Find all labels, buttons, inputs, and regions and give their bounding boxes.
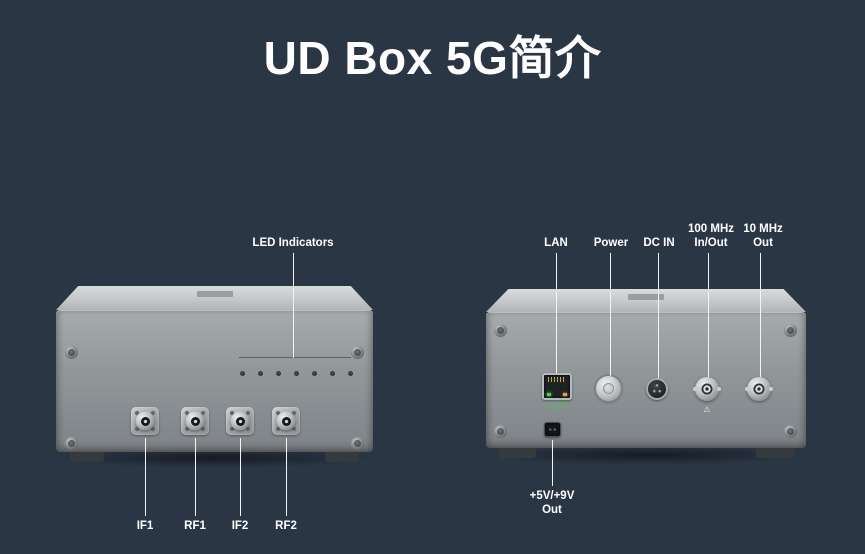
leader-line-power [610,253,611,376]
label-line: Out [542,504,562,516]
if1-connector [129,405,161,437]
lan-led-amber [563,393,567,396]
label-line: 10 MHz [743,223,783,235]
led-indicator [348,371,353,376]
connector-barrel [230,411,250,431]
label-line: 100 MHz [687,223,735,235]
device-top-surface [486,289,806,312]
page-title: UD Box 5G简介 [263,32,602,84]
device-top-surface [56,286,373,310]
if1-label: IF1 [136,520,154,532]
udbox-rear-view: ⚠ [480,289,812,465]
brand-logo-mark [628,294,664,300]
screw-icon [784,324,797,337]
screw-icon [351,346,364,359]
device-foot [325,452,359,462]
device-foot [756,448,794,458]
led-panel-line [239,357,351,358]
dc-in-label: DC IN [643,237,675,249]
lan-led-green [547,393,551,396]
dc-in-connector [646,378,668,400]
screw-icon [351,437,364,450]
lan-led-glow [546,403,568,407]
warning-icon: ⚠ [703,405,711,414]
ref-10mhz-label: 10 MHz Out [743,222,783,250]
ref-100mhz-label: 100 MHz In/Out [688,222,734,250]
leader-line-led-indicators [293,253,294,358]
lan-label: LAN [544,237,568,249]
leader-line-rf1 [195,438,196,516]
rf1-connector [179,405,211,437]
power-button [596,376,621,401]
lan-port [542,373,572,400]
device-foot [70,452,104,462]
ref-10mhz-connector [747,377,771,401]
led-indicator [294,371,299,376]
screw-icon [494,324,507,337]
if2-connector [224,405,256,437]
device-shadow [480,445,812,465]
label-line: Out [753,237,773,249]
leader-line-dc-in [658,253,659,378]
screw-icon [784,425,797,438]
leader-line-rf2 [286,438,287,516]
leader-line-if1 [145,438,146,516]
led-indicator [312,371,317,376]
led-indicator [276,371,281,376]
udbox-front-view [50,286,379,468]
leader-line-dc-out [552,440,553,486]
led-indicator [330,371,335,376]
leader-line-100mhz [708,253,709,377]
rf1-label: RF1 [184,520,206,532]
connector-barrel [135,411,155,431]
led-indicator [240,371,245,376]
device-rear-panel: ⚠ [486,312,806,448]
leader-line-if2 [240,438,241,516]
screw-icon [65,437,78,450]
led-indicators-label: LED Indicators [252,237,334,249]
rf2-connector [270,405,302,437]
led-indicator [258,371,263,376]
screw-icon [494,425,507,438]
power-label: Power [593,237,629,249]
connector-barrel [185,411,205,431]
leader-line-lan [556,253,557,373]
rf2-label: RF2 [275,520,297,532]
label-line: In/Out [694,237,728,249]
dc-out-jack [544,422,561,437]
connector-barrel [276,411,296,431]
device-front-panel [56,310,373,452]
if2-label: IF2 [231,520,249,532]
brand-logo-mark [196,291,233,297]
screw-icon [65,346,78,359]
dc-out-label: +5V/+9V Out [530,489,575,517]
ref-100mhz-connector [695,377,719,401]
device-foot [498,448,536,458]
leader-line-10mhz [760,253,761,377]
label-line: +5V/+9V [529,490,575,502]
device-shadow [50,448,379,468]
